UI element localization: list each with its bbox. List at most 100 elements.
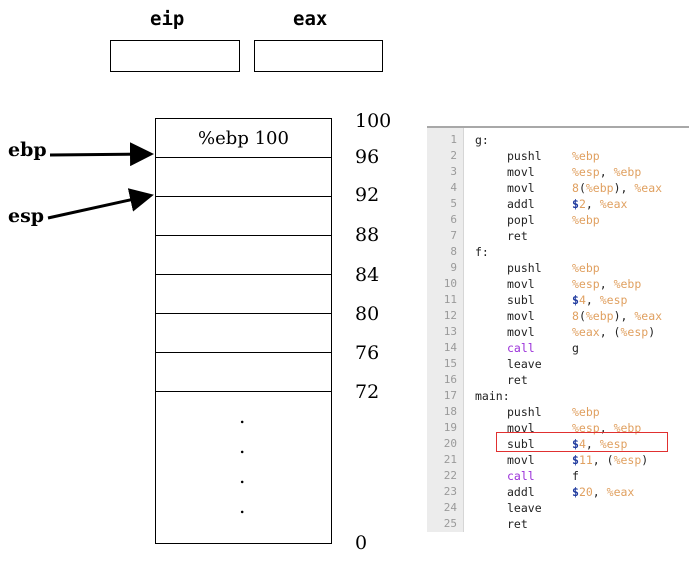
code-token: %ebp [585,309,614,323]
code-operands: $4, %esp [572,292,627,308]
code-opcode: call [507,469,535,483]
code-opcode: movl [507,421,535,435]
code-token: , ( [599,325,621,339]
line-number: 24 [443,501,457,514]
code-token: 20 [578,485,593,499]
code-token: $ [572,485,579,499]
ebp-pointer-label: ebp [8,139,47,161]
code-token: %ebp [613,277,642,291]
address-label: 96 [355,146,380,168]
code-token: ( [578,181,586,195]
code-operands: g [572,340,579,356]
code-opcode: ret [507,229,528,243]
code-token: %esp [572,421,600,435]
code-token: ( [578,309,586,323]
code-opcode: movl [507,165,535,179]
highlighted-instruction-box [496,432,668,452]
line-number: 10 [443,277,457,290]
code-token: , [599,277,614,291]
code-token: %ebp [572,213,600,227]
line-number: 12 [443,309,457,322]
code-token: , ( [592,453,614,467]
eax-label: eax [293,8,328,30]
code-opcode: ret [507,373,528,387]
code-opcode: addl [507,197,535,211]
code-token: ), [613,309,635,323]
code-opcode: movl [507,181,535,195]
code-token: %esp [599,437,628,451]
code-operands: $11, (%esp) [572,452,648,468]
code-token: $ [572,293,579,307]
code-token: 4 [578,293,586,307]
code-label-line: f: [475,244,489,260]
code-token: %eax [634,181,663,195]
code-token: %eax [572,325,600,339]
address-label: 0 [355,532,368,554]
stack-ellipsis-dot: . [239,434,246,458]
code-opcode: pushl [507,149,542,163]
address-label: 76 [355,342,380,364]
address-label: 100 [355,110,392,132]
code-opcode: call [507,341,535,355]
code-opcode: leave [507,357,542,371]
code-token: %esp [572,165,600,179]
code-token: 2 [578,197,586,211]
stack-slot [156,197,331,236]
code-token: f [572,469,579,483]
line-number: 1 [450,133,457,146]
code-opcode: subl [507,437,535,451]
line-number: 2 [450,149,457,162]
line-number: 4 [450,181,457,194]
address-label: 84 [355,264,380,286]
code-operands: 8(%ebp), %eax [572,180,662,196]
address-label: 80 [355,303,380,325]
code-token: , [585,293,600,307]
line-number: 19 [443,421,457,434]
code-opcode: pushl [507,405,542,419]
code-token: , [599,165,614,179]
code-operands: %esp, %ebp [572,420,641,436]
code-token: 8 [572,309,579,323]
code-token: %ebp [613,421,642,435]
line-number: 25 [443,517,457,530]
code-opcode: movl [507,277,535,291]
code-token: ), [613,181,635,195]
stack-slot [156,353,331,392]
code-token: %eax [634,309,663,323]
code-operands: %eax, (%esp) [572,324,655,340]
stack-ellipsis-dot: . [239,494,246,518]
code-operands: %esp, %ebp [572,276,641,292]
eip-label: eip [150,8,185,30]
line-number: 18 [443,405,457,418]
line-number: 3 [450,165,457,178]
code-token: %ebp [572,261,600,275]
code-token: g [572,341,579,355]
line-number: 5 [450,197,457,210]
code-token: $ [572,437,579,451]
code-token: , [585,197,600,211]
code-token: %ebp [585,181,614,195]
line-number: 22 [443,469,457,482]
stack-slot [156,236,331,275]
code-label: f: [475,245,489,259]
address-label: 72 [355,381,380,403]
eax-register-box [254,40,383,72]
code-token: %ebp [572,405,600,419]
esp-pointer-label: esp [8,205,45,227]
code-opcode: movl [507,309,535,323]
code-operands: f [572,468,579,484]
code-token: %esp [599,293,628,307]
code-label-line: g: [475,132,489,148]
code-opcode: movl [507,325,535,339]
code-token: , [592,485,607,499]
stack-slot-saved-ebp: %ebp 100 [156,119,331,158]
code-token: 4 [578,437,586,451]
code-token: ) [641,453,649,467]
address-label: 92 [355,184,380,206]
code-token: $ [572,197,579,211]
code-token: 8 [572,181,579,195]
code-token: %eax [599,197,628,211]
